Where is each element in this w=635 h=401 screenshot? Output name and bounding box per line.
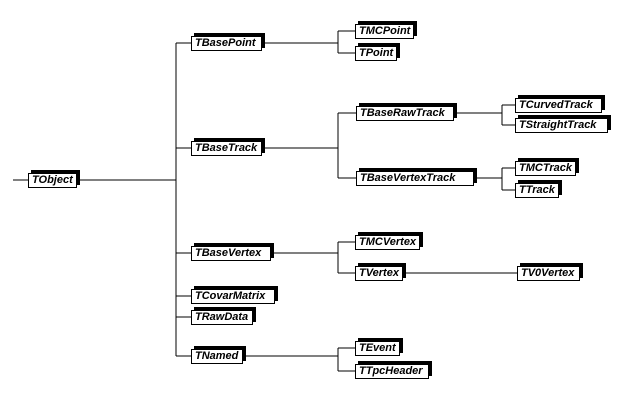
class-node-tevent[interactable]: TEvent (355, 341, 400, 356)
class-label: TPoint (359, 47, 394, 59)
class-node-tnamed[interactable]: TNamed (191, 349, 243, 364)
class-label: TBaseVertexTrack (360, 172, 456, 184)
class-label: TBaseVertex (195, 247, 262, 259)
class-label: TEvent (359, 342, 396, 354)
class-label: TTpcHeader (359, 365, 423, 377)
class-node-tbasevertextrack[interactable]: TBaseVertexTrack (356, 171, 474, 186)
class-node-tv0vertex[interactable]: TV0Vertex (517, 266, 580, 281)
class-label: TCurvedTrack (519, 99, 593, 111)
class-node-tmctrack[interactable]: TMCTrack (515, 161, 576, 176)
class-label: TRawData (195, 311, 249, 323)
class-node-ttrack[interactable]: TTrack (515, 183, 559, 198)
class-label: TBasePoint (195, 37, 256, 49)
class-label: TStraightTrack (519, 119, 597, 131)
class-label: TMCTrack (519, 162, 572, 174)
class-label: TBaseTrack (195, 142, 258, 154)
class-label: TV0Vertex (521, 267, 575, 279)
class-node-tbasepoint[interactable]: TBasePoint (191, 36, 262, 51)
class-node-tbasevertex[interactable]: TBaseVertex (191, 246, 271, 261)
class-node-tstraighttrack[interactable]: TStraightTrack (515, 118, 608, 133)
class-node-tobject[interactable]: TObject (28, 173, 77, 188)
class-label: TObject (32, 174, 73, 186)
class-label: TCovarMatrix (195, 290, 266, 302)
class-label: TMCVertex (359, 236, 417, 248)
class-node-tbasetrack[interactable]: TBaseTrack (191, 141, 262, 156)
class-node-tcovarmatrix[interactable]: TCovarMatrix (191, 289, 275, 304)
class-node-tmcvertex[interactable]: TMCVertex (355, 235, 421, 250)
class-label: TTrack (519, 184, 555, 196)
class-label: TVertex (359, 267, 399, 279)
class-node-tcurvedtrack[interactable]: TCurvedTrack (515, 98, 602, 113)
class-node-trawdata[interactable]: TRawData (191, 310, 253, 325)
class-node-tvertex[interactable]: TVertex (355, 266, 403, 281)
class-label: TNamed (195, 350, 239, 362)
class-node-tmcpoint[interactable]: TMCPoint (355, 24, 415, 39)
class-label: TBaseRawTrack (360, 107, 445, 119)
class-node-tbaserawtrack[interactable]: TBaseRawTrack (356, 106, 454, 121)
class-node-ttpcheader[interactable]: TTpcHeader (355, 364, 429, 379)
class-node-tpoint[interactable]: TPoint (355, 46, 398, 61)
class-label: TMCPoint (359, 25, 411, 37)
